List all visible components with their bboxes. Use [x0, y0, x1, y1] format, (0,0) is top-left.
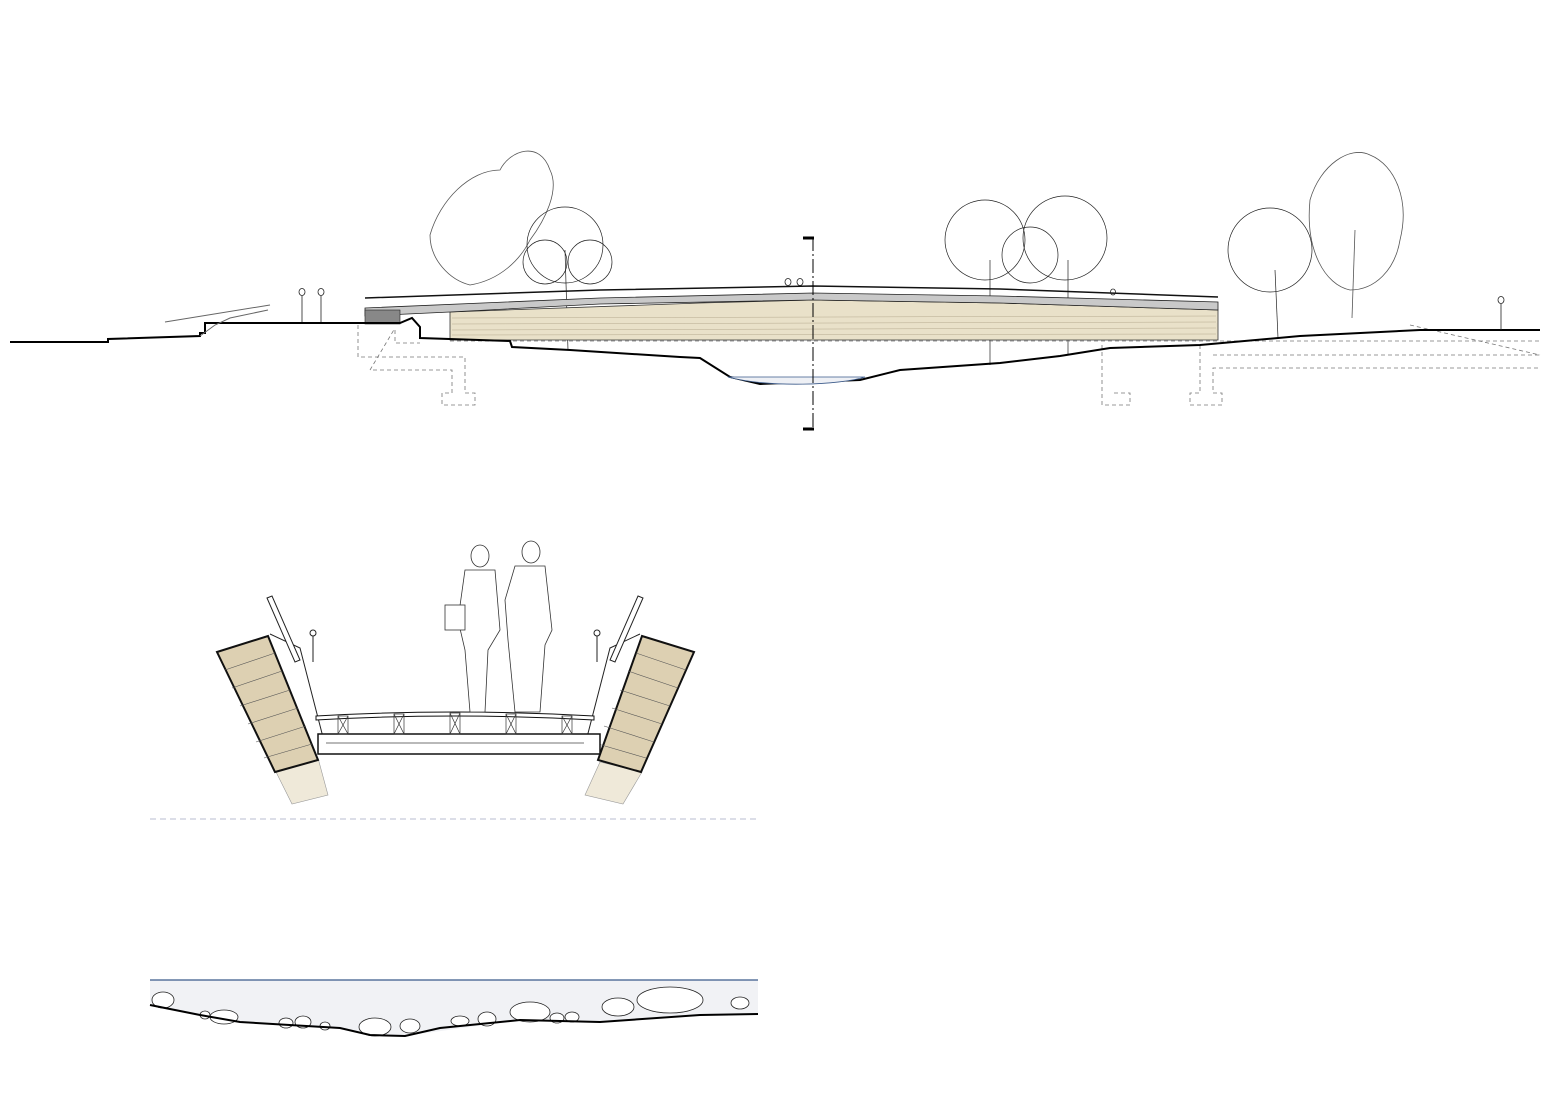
longitudinal-section — [10, 150, 1541, 431]
cross-section — [150, 540, 758, 820]
tree-outline-left — [429, 150, 554, 286]
section-cut-line — [803, 236, 814, 431]
timber-wall-joints — [224, 652, 687, 759]
handrails — [266, 595, 644, 663]
foundation-outlines — [357, 324, 1541, 406]
people-figures — [298, 278, 1505, 330]
people-figures-section — [444, 540, 553, 713]
tree-outline-right — [1308, 152, 1404, 319]
riverbed-section — [149, 979, 759, 1038]
abutment-left — [364, 309, 401, 325]
tree-group-right — [1227, 207, 1313, 339]
timber-lamination-lines — [451, 315, 1217, 336]
stair-rail — [164, 304, 271, 337]
ground-profile — [10, 316, 1540, 386]
timber-wall-right — [596, 634, 696, 774]
tree-group-center — [944, 195, 1108, 365]
deck-surface — [364, 292, 1219, 317]
deck-cross-bracing — [337, 712, 573, 735]
timber-wall-left — [215, 634, 320, 774]
deck-beam — [317, 733, 601, 755]
deck-top — [315, 711, 595, 721]
river-water — [727, 376, 866, 385]
riverbed-ground-line — [149, 1004, 759, 1038]
